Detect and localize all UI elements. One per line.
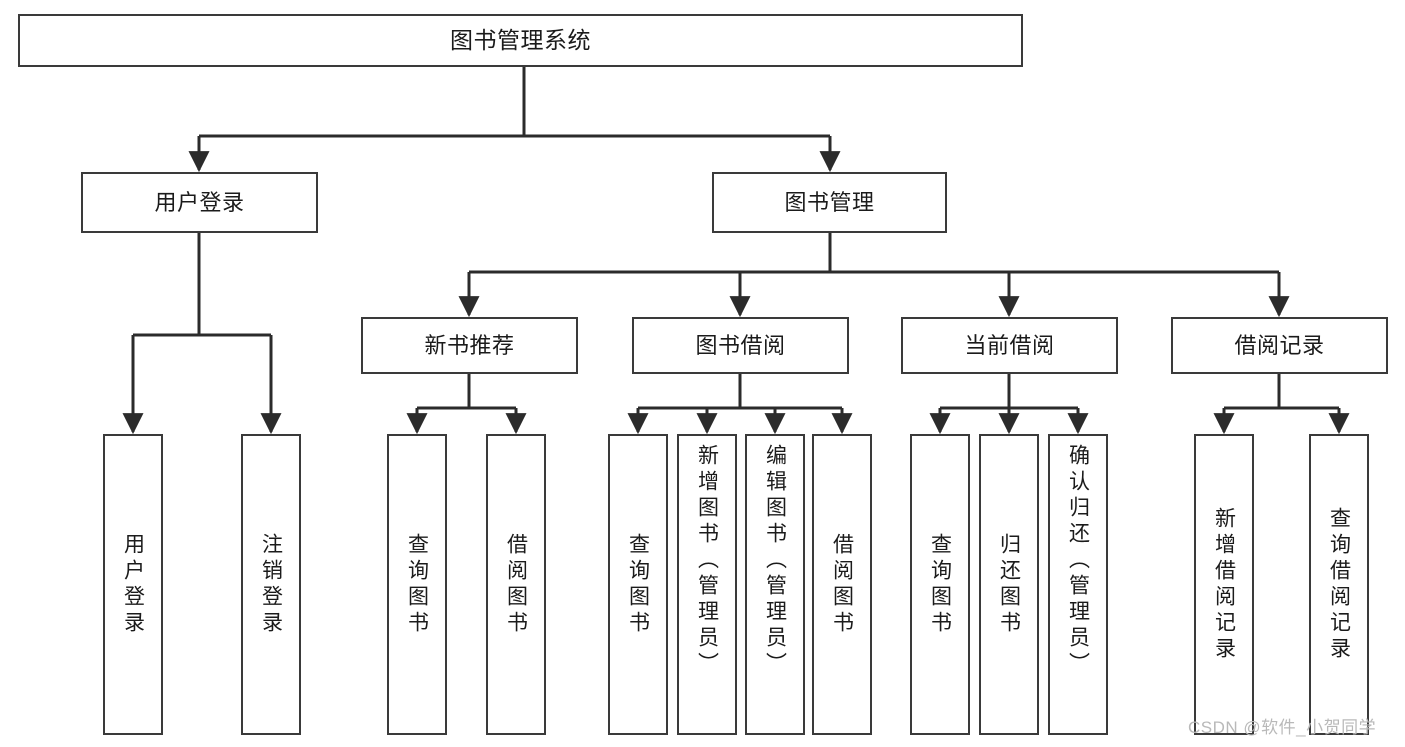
node-label: 用户登录	[121, 532, 145, 637]
leaf-current-query-books[interactable]: 查询图书	[910, 434, 970, 735]
node-label: 查询借阅记录	[1327, 506, 1351, 663]
leaf-records-add-record[interactable]: 新增借阅记录	[1194, 434, 1254, 735]
node-user-login[interactable]: 用户登录	[81, 172, 318, 233]
node-borrow-records[interactable]: 借阅记录	[1171, 317, 1388, 374]
node-book-management[interactable]: 图书管理	[712, 172, 947, 233]
node-label: 查询图书	[405, 532, 429, 637]
node-label: 注销登录	[259, 532, 283, 637]
leaf-user-login[interactable]: 用户登录	[103, 434, 163, 735]
leaf-records-query-record[interactable]: 查询借阅记录	[1309, 434, 1369, 735]
node-label: 借阅图书	[504, 532, 528, 637]
leaf-borrow-add-book-admin[interactable]: 新增图书（管理员）	[677, 434, 737, 735]
node-label: 借阅图书	[830, 532, 854, 637]
node-new-book-recommendation[interactable]: 新书推荐	[361, 317, 578, 374]
leaf-logout[interactable]: 注销登录	[241, 434, 301, 735]
node-label: 新增借阅记录	[1212, 506, 1236, 663]
node-label: 图书管理系统	[450, 27, 591, 54]
node-label: 图书管理	[784, 189, 875, 215]
node-label: 借阅记录	[1234, 332, 1325, 358]
node-label: 查询图书	[626, 532, 650, 637]
node-label: 查询图书	[928, 532, 952, 637]
leaf-current-return-books[interactable]: 归还图书	[979, 434, 1039, 735]
node-label: 确认归还（管理员）	[1066, 444, 1090, 678]
leaf-borrow-query-books[interactable]: 查询图书	[608, 434, 668, 735]
leaf-new-book-query-books[interactable]: 查询图书	[387, 434, 447, 735]
node-label: 新书推荐	[424, 332, 515, 358]
node-root-book-management-system[interactable]: 图书管理系统	[18, 14, 1023, 67]
node-label: 归还图书	[997, 532, 1021, 637]
node-label: 新增图书（管理员）	[695, 444, 719, 678]
csdn-watermark: CSDN @软件_小贺同学	[1188, 718, 1377, 737]
node-label: 图书借阅	[695, 332, 786, 358]
leaf-new-book-borrow-books[interactable]: 借阅图书	[486, 434, 546, 735]
node-current-borrow[interactable]: 当前借阅	[901, 317, 1118, 374]
leaf-borrow-edit-book-admin[interactable]: 编辑图书（管理员）	[745, 434, 805, 735]
leaf-borrow-borrow-books[interactable]: 借阅图书	[812, 434, 872, 735]
node-book-borrow[interactable]: 图书借阅	[632, 317, 849, 374]
node-label: 当前借阅	[964, 332, 1055, 358]
leaf-current-confirm-return-admin[interactable]: 确认归还（管理员）	[1048, 434, 1108, 735]
node-label: 编辑图书（管理员）	[763, 444, 787, 678]
node-label: 用户登录	[154, 189, 245, 215]
